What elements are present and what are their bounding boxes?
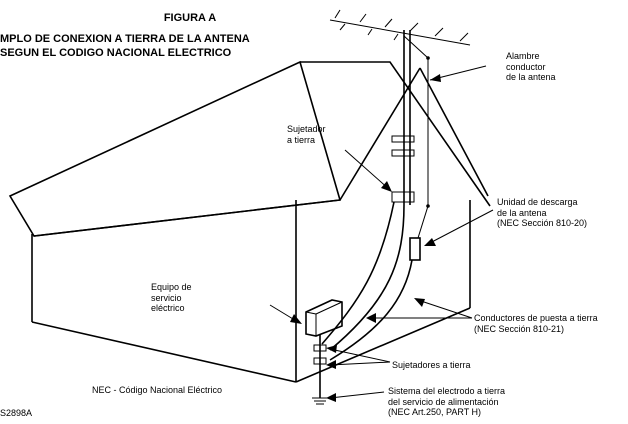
label-antenna-wire: Alambre conductor de la antena	[506, 51, 556, 82]
mast-clamps	[391, 135, 415, 203]
discharge-unit	[409, 205, 429, 261]
figure-subtitle-line1: MPLO DE CONEXION A TIERRA DE LA ANTENA	[0, 33, 250, 45]
label-nec-note: NEC - Código Nacional Eléctrico	[92, 385, 223, 395]
figure-subtitle-line2: SEGUN EL CODIGO NACIONAL ELECTRICO	[0, 47, 232, 59]
label-service-equipment: Equipo de servicio eléctrico	[151, 282, 192, 313]
label-grounding-conductors: Conductores de puesta a tierra (NEC Secc…	[474, 313, 598, 334]
leader-arrows	[269, 65, 494, 402]
label-ground-clamp: Sujetador a tierra	[287, 124, 326, 145]
figure-code: S2898A	[0, 408, 33, 418]
figure-title: FIGURA A	[163, 12, 217, 24]
label-electrode-system: Sistema del electrodo a tierra del servi…	[388, 386, 506, 417]
antenna	[329, 9, 471, 208]
house-outline	[8, 60, 491, 383]
service-equipment-box	[305, 299, 343, 337]
label-ground-clamps: Sujetadores a tierra	[392, 360, 471, 370]
roof-left	[8, 60, 342, 237]
label-discharge-unit: Unidad de descarga de la antena (NEC Sec…	[497, 197, 588, 228]
grounding-conductors	[321, 201, 413, 361]
